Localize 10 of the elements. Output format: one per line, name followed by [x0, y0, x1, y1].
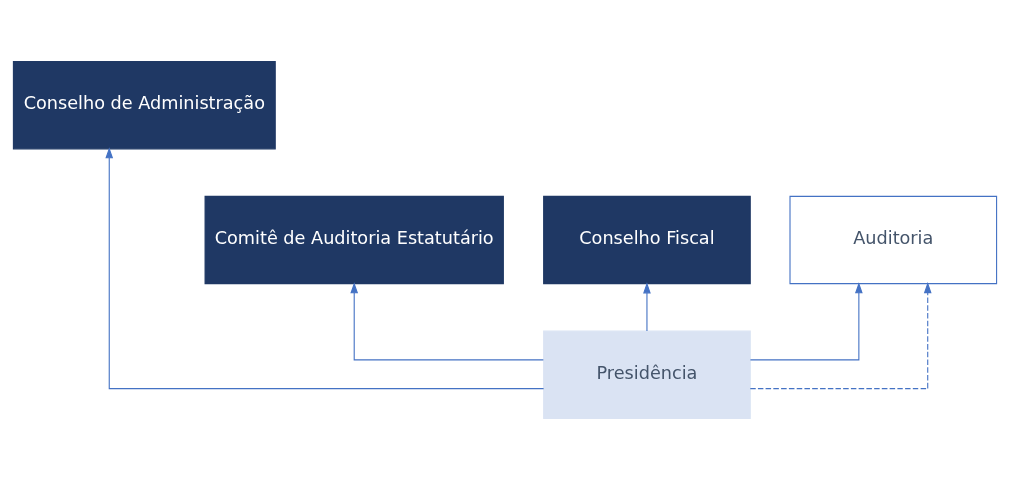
node-box: Conselho de Administração — [12, 60, 276, 149]
node-box: Comitê de Auditoria Estatutário — [204, 195, 504, 284]
arrow — [104, 146, 544, 389]
node-box: Presidência — [542, 330, 751, 419]
arrow — [642, 281, 651, 332]
arrow — [749, 281, 932, 389]
arrow — [749, 281, 863, 360]
arrow — [349, 281, 544, 360]
node-box: Auditoria — [788, 195, 997, 284]
node-box: Conselho Fiscal — [542, 195, 751, 284]
